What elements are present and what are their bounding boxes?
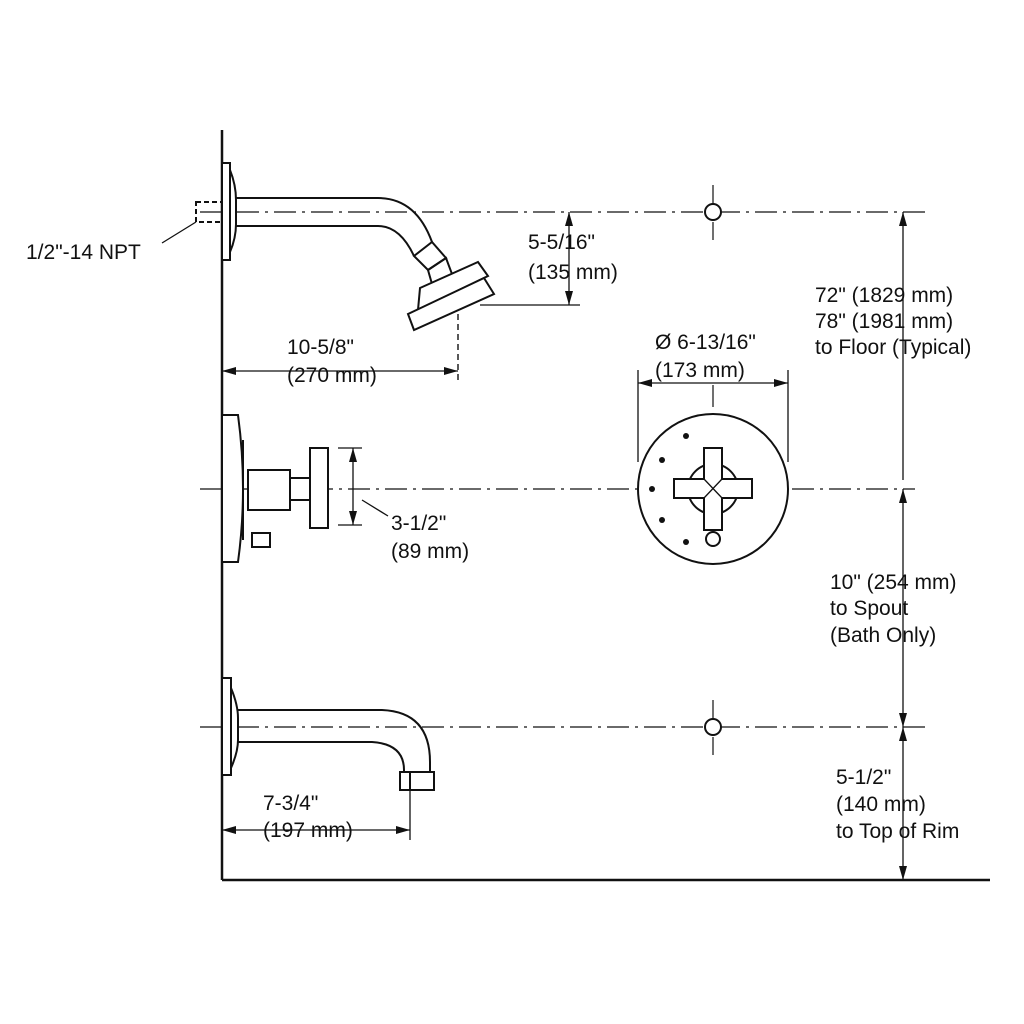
label-rim-3: to Top of Rim <box>836 820 959 843</box>
dim-spout-reach: 7-3/4" (197 mm) <box>222 790 411 842</box>
label-handle-in: 3-1/2" <box>391 512 446 535</box>
shower-head <box>416 260 490 312</box>
label-spout-2: to Spout <box>830 597 908 620</box>
diverter-knob <box>251 532 271 548</box>
dim-handle: 3-1/2" (89 mm) <box>338 447 469 563</box>
dim-npt: 1/2"-14 NPT <box>26 221 197 264</box>
valve-trim-front <box>637 413 789 565</box>
shower-arm <box>236 197 433 257</box>
dim-spout-height: 10" (254 mm) to Spout (Bath Only) <box>830 489 957 727</box>
spout-mount-hole <box>704 718 722 736</box>
dim-head-drop: 5-5/16" (135 mm) <box>480 212 618 306</box>
label-spout-reach-mm: (197 mm) <box>263 819 353 842</box>
label-rim-2: (140 mm) <box>836 793 926 816</box>
dim-arm-reach: 10-5/8" (270 mm) <box>222 314 459 387</box>
label-plate-dia-in: Ø 6-13/16" <box>655 331 756 354</box>
mounting-holes <box>704 203 722 736</box>
cross-handle-side <box>309 447 329 529</box>
label-spout-reach-in: 7-3/4" <box>263 792 318 815</box>
dim-rim: 5-1/2" (140 mm) to Top of Rim <box>836 727 959 880</box>
dim-floor-height: 72" (1829 mm) 78" (1981 mm) to Floor (Ty… <box>815 212 971 480</box>
shower-arm-and-head <box>195 162 496 332</box>
label-handle-mm: (89 mm) <box>391 540 469 563</box>
label-floor-1: 72" (1829 mm) <box>815 284 953 307</box>
label-spout-3: (Bath Only) <box>830 624 936 647</box>
dim-plate-diameter: Ø 6-13/16" (173 mm) <box>637 331 789 462</box>
spout-body <box>238 709 431 784</box>
shower-mount-hole <box>704 203 722 221</box>
tub-spout <box>221 677 435 791</box>
label-floor-2: 78" (1981 mm) <box>815 310 953 333</box>
label-arm-reach-mm: (270 mm) <box>287 364 377 387</box>
label-head-drop-in: 5-5/16" <box>528 231 595 254</box>
shower-flange <box>221 162 231 261</box>
label-head-drop-mm: (135 mm) <box>528 261 618 284</box>
valve-trim-side <box>221 414 329 563</box>
label-floor-3: to Floor (Typical) <box>815 336 971 359</box>
label-rim-1: 5-1/2" <box>836 766 891 789</box>
label-npt: 1/2"-14 NPT <box>26 241 141 264</box>
label-arm-reach-in: 10-5/8" <box>287 336 354 359</box>
label-spout-1: 10" (254 mm) <box>830 571 957 594</box>
spout-flange <box>221 677 232 776</box>
label-plate-dia-mm: (173 mm) <box>655 359 745 382</box>
diverter-button <box>705 531 721 547</box>
